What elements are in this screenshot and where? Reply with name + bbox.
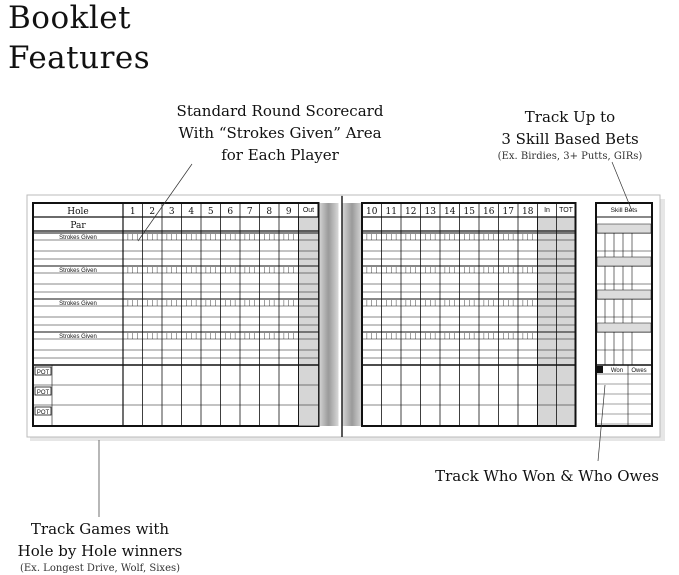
spine-left [318,203,339,426]
strokes-given-label: Strokes Given [59,334,97,340]
hole-number: 5 [208,207,214,217]
hole-number: 18 [522,207,534,217]
spine-right [342,203,362,426]
won-marker [597,366,603,373]
tot-label: TOT [559,207,574,214]
hole-number: 2 [149,207,155,217]
skill-bets-callout: Track Up to 3 Skill Based Bets (Ex. Bird… [470,106,670,163]
callout-line: 3 Skill Based Bets [501,130,639,148]
hole-number: 7 [247,207,253,217]
hole-number: 6 [227,207,233,217]
owes-label: Owes [631,368,646,374]
won-label: Won [611,368,623,374]
strokes-given-label: Strokes Given [59,301,97,307]
callout-note: (Ex. Longest Drive, Wolf, Sixes) [19,563,181,574]
pot-label: POT [37,410,50,416]
hole-number: 1 [130,207,136,217]
hole-number: 3 [169,207,175,217]
page-title-line2: Features [8,40,151,76]
callout-line: Track Up to [524,108,616,126]
games-callout: Track Games with Hole by Hole winners (E… [0,518,200,575]
par-label: Par [70,221,86,231]
callout-note: (Ex. Birdies, 3+ Putts, GIRs) [497,151,643,162]
page-title-line1: Booklet [8,0,132,36]
callout-line: With “Strokes Given” Area [178,124,382,142]
skill-bets-label: Skill Bets [611,207,638,214]
callout-leader-lines [98,161,633,517]
hole-number: 8 [266,207,272,217]
callout-line: Track Games with [30,520,170,538]
hole-number: 11 [386,207,397,217]
booklet-page-right [341,194,661,438]
in-label: In [544,207,550,214]
strokes-given-label: Strokes Given [59,235,97,241]
hole-number: 14 [444,207,456,217]
booklet-page-left [26,194,343,438]
pot-label: POT [37,390,50,396]
scorecard-callout: Standard Round Scorecard With “Strokes G… [160,100,400,166]
hole-number: 17 [503,207,515,217]
won-owes-callout: Track Who Won & Who Owes [412,465,679,487]
skill-shaded-band [596,256,652,267]
skill-frame [595,202,653,427]
hole-number: 13 [425,207,437,217]
hole-number: 12 [405,207,416,217]
pot-box [34,386,52,396]
strokes-given-label: Strokes Given [59,268,97,274]
skill-shaded-band [596,289,652,300]
pot-label: POT [37,370,50,376]
hole-number: 10 [366,207,378,217]
hole-number: 15 [464,207,476,217]
callout-line: Standard Round Scorecard [176,102,384,120]
leader-line [137,163,193,242]
skill-shaded-band [596,322,652,333]
hole-number: 9 [286,207,292,217]
skill-shaded-band [596,223,652,234]
out-column [298,216,319,427]
pot-box [34,366,52,376]
callout-line: Hole by Hole winners [17,542,183,560]
leader-line [611,161,633,212]
pot-box [34,406,52,416]
leader-line [597,384,606,462]
out-label: Out [303,207,314,214]
hole-label: Hole [67,207,88,217]
callout-line: for Each Player [221,146,339,164]
hole-number: 16 [483,207,495,217]
hole-number: 4 [188,207,194,217]
callout-line: Track Who Won & Who Owes [435,467,659,485]
